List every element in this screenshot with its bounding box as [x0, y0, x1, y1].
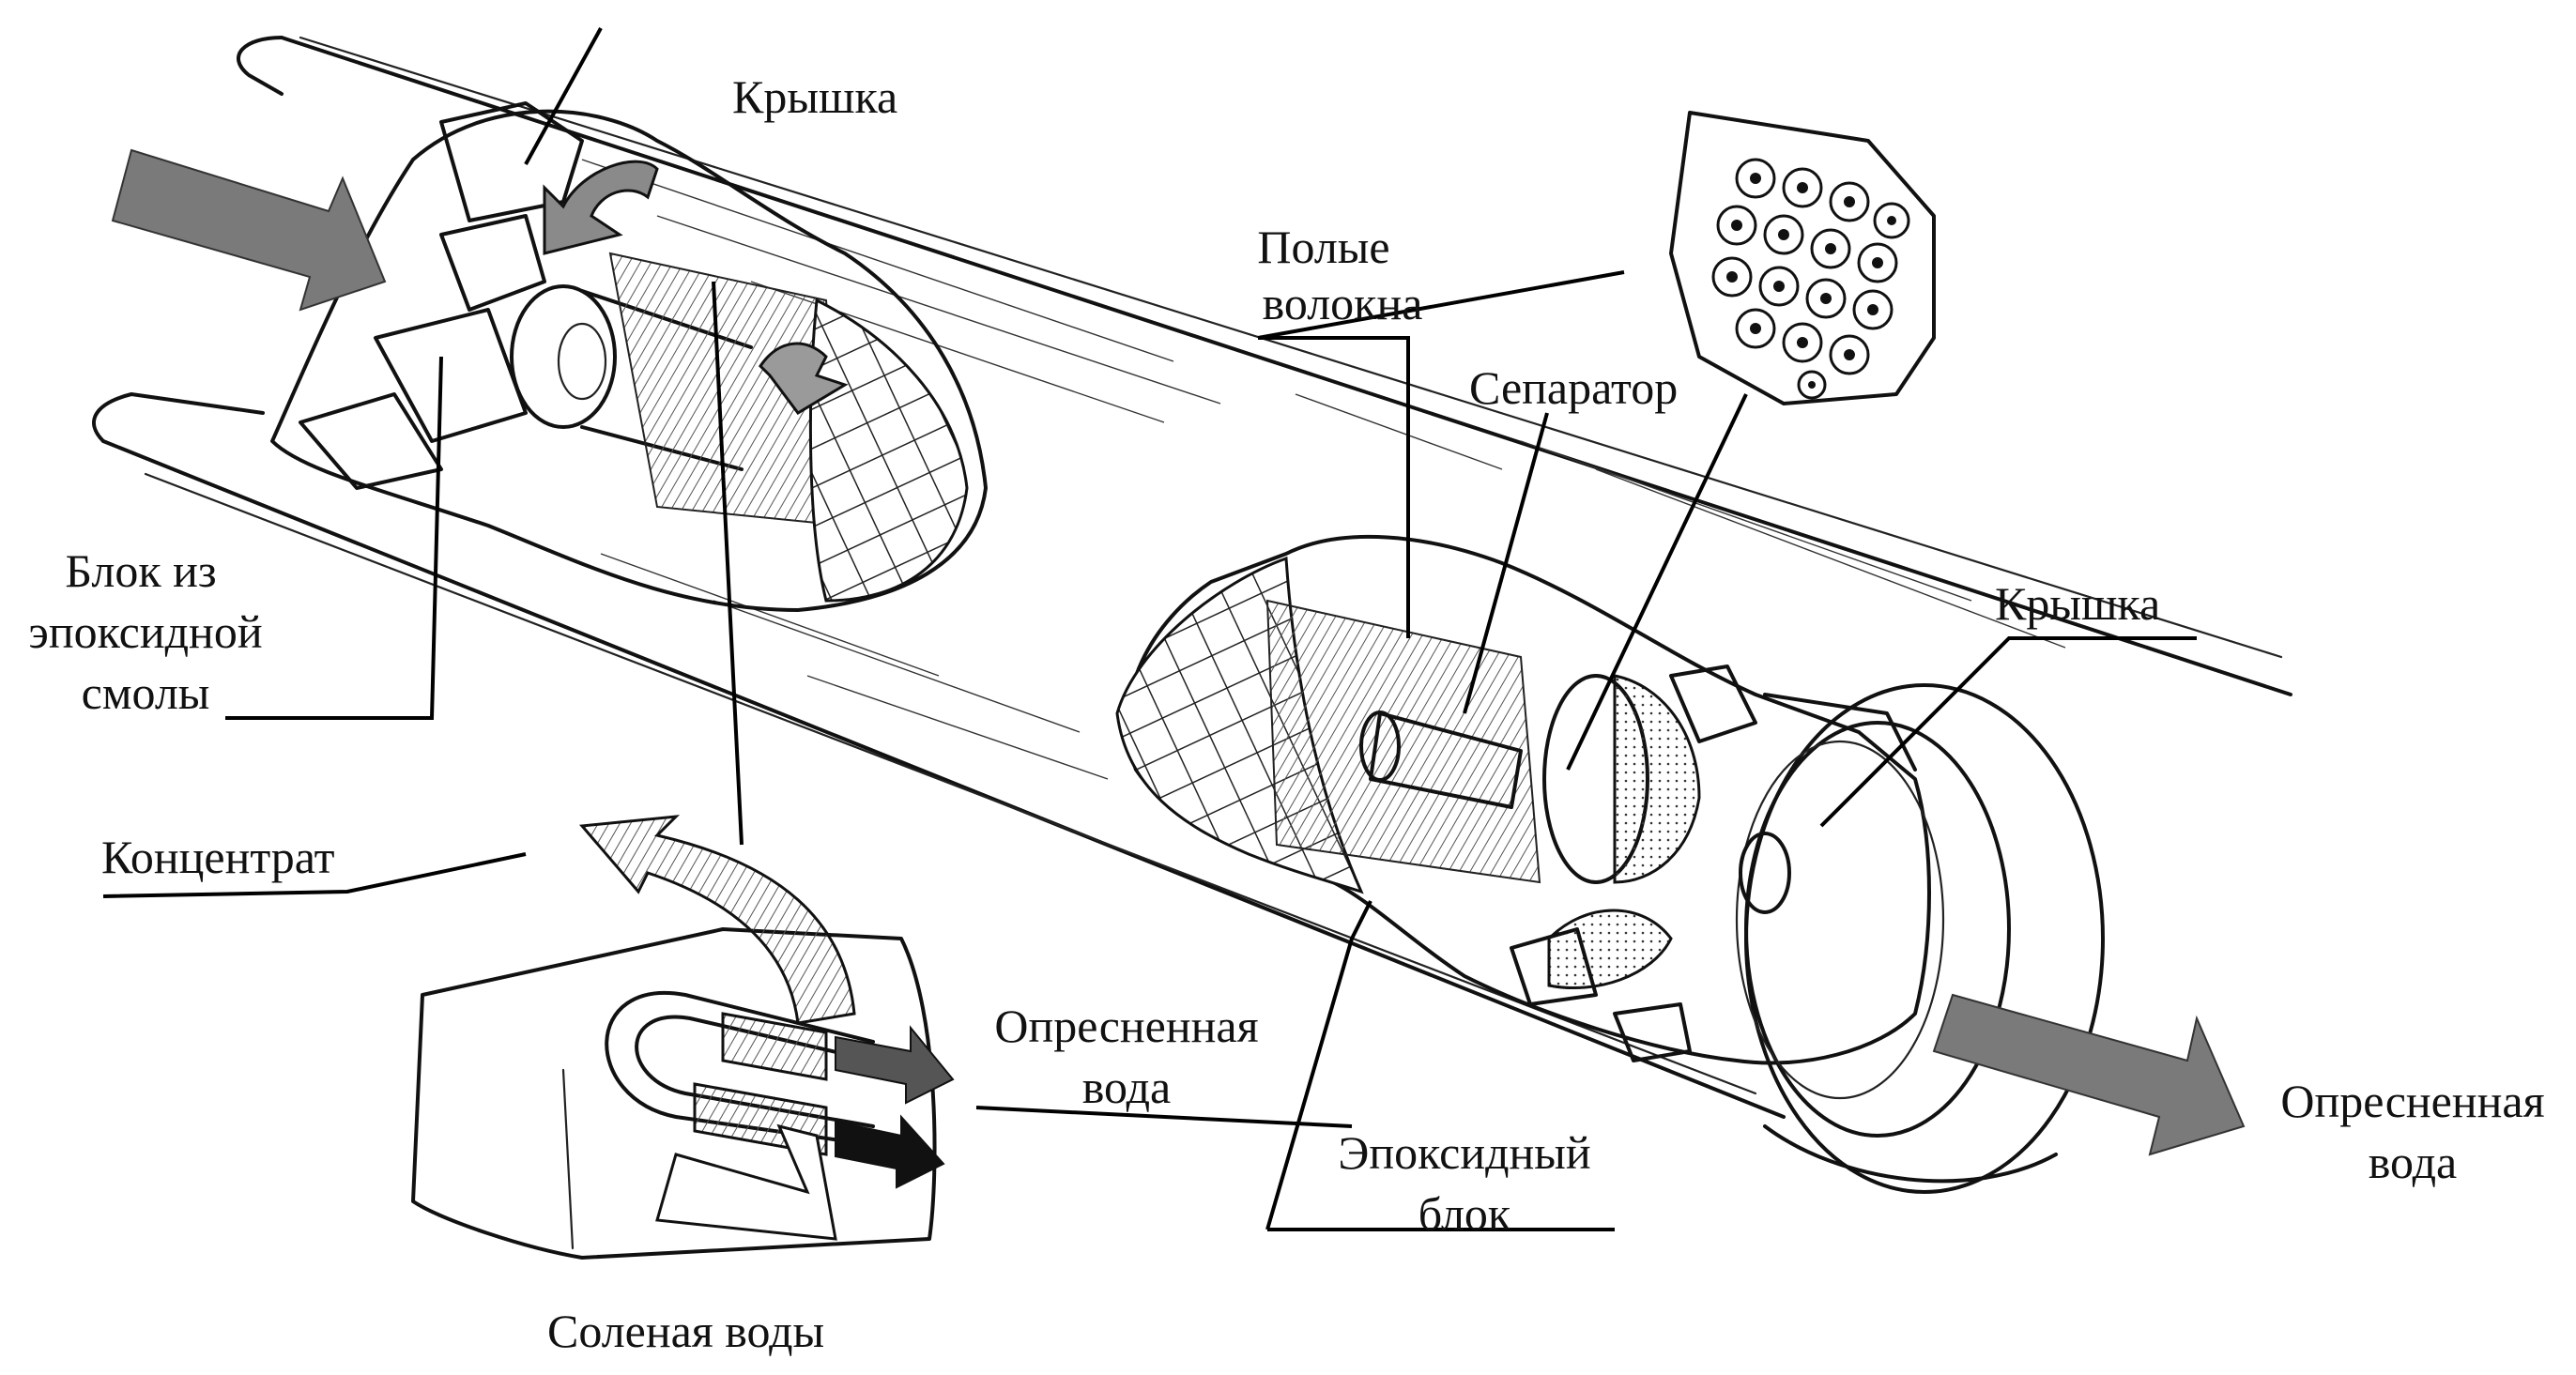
leader-cap-right — [1819, 636, 2197, 828]
label-cap-top: Крышка — [732, 70, 898, 123]
leader-hollow-fibers — [1257, 270, 1625, 638]
label-hollow-fibers-line1: Полые — [1257, 221, 1390, 273]
single-fiber-inset — [411, 815, 955, 1260]
vessel-bottom-rim — [144, 472, 1757, 1095]
u-shaped-fiber-outer — [605, 991, 875, 1147]
label-concentrate: Концентрат — [101, 831, 335, 883]
inset-block — [411, 927, 937, 1260]
label-salt-water: Соленая воды — [547, 1305, 825, 1357]
vessel-left-bottom-end — [92, 392, 265, 443]
leader-cap-top — [524, 27, 603, 165]
label-epoxy-block-line1: Блок из — [65, 544, 217, 597]
leader-desalinated-mid — [975, 1106, 1353, 1128]
fiber-bores — [1726, 173, 1896, 389]
leader-separator-1 — [1463, 412, 1549, 714]
right-epoxy-block — [1613, 674, 1701, 884]
left-internal-arrow-2 — [759, 342, 849, 415]
right-epoxy-foot — [1510, 927, 1598, 1006]
leader-concentrate — [102, 852, 527, 898]
right-fiber-bundle — [1265, 599, 1541, 884]
label-desalinated-right-line2: вода — [2368, 1136, 2458, 1188]
left-mesh-sleeve — [808, 298, 969, 603]
left-cap-block-lower — [439, 214, 546, 312]
vessel-left-top-end — [237, 36, 284, 96]
label-desalinated-mid-line1: Опресненная — [994, 1000, 1259, 1052]
label-desalinated-right-line1: Опресненная — [2280, 1075, 2545, 1127]
right-cap-block-top — [1669, 665, 1757, 743]
leader-separator-2 — [1566, 393, 1748, 771]
concentrate-arrow — [578, 815, 856, 1025]
end-cap-inner — [1744, 721, 2011, 1138]
left-cap-foot — [299, 392, 443, 490]
label-epoxy-block-right-line2: блок — [1418, 1187, 1511, 1240]
right-cutaway — [1115, 534, 1931, 1065]
label-epoxy-block-line2: эпоксидной — [28, 605, 263, 658]
label-hollow-fibers-line2: волокна — [1262, 277, 1423, 329]
hollow-fiber-inset — [1669, 111, 1936, 405]
vessel-top-edge — [280, 36, 2292, 696]
inset-block-edge — [561, 1068, 575, 1250]
pressure-vessel — [92, 36, 2292, 1119]
label-epoxy-block-right-line1: Эпоксидный — [1338, 1126, 1591, 1179]
fiber-bundle-outline — [1669, 111, 1936, 405]
permeate-outlet-arrow — [1932, 993, 2246, 1156]
vessel-bottom-edge — [101, 439, 1786, 1119]
end-cap-plate — [1735, 740, 1945, 1100]
label-epoxy-block-line3: смолы — [81, 666, 210, 719]
leader-flow-vertical — [712, 281, 744, 846]
left-cutaway-outline — [270, 109, 988, 612]
end-cap-port — [1739, 832, 1791, 914]
fiber-segment-top — [721, 1012, 828, 1081]
leader-epoxy-left — [225, 356, 443, 720]
label-separator: Сепаратор — [1469, 361, 1679, 414]
right-central-tube — [1369, 711, 1523, 809]
end-cap-flange — [1763, 693, 1917, 772]
right-end-cap — [1735, 683, 2105, 1194]
u-shaped-fiber-inner — [635, 1015, 875, 1128]
end-cap-bottom-rim — [1763, 1124, 2058, 1184]
saltwater-inlet-arrow — [655, 1123, 837, 1241]
leader-lines — [102, 27, 2197, 1231]
right-tube-end — [1359, 710, 1401, 782]
left-epoxy-block — [374, 308, 528, 443]
left-tube-end — [510, 284, 617, 429]
permeate-arrow-top — [835, 1025, 955, 1105]
label-cap-right: Крышка — [1995, 577, 2161, 630]
left-cap-block — [439, 101, 584, 222]
left-internal-arrow — [543, 160, 659, 255]
left-tube-bore — [557, 322, 607, 401]
feed-inlet-arrow — [111, 148, 387, 312]
vessel-top-rim — [299, 36, 2283, 659]
right-cap-block-bottom — [1613, 1002, 1692, 1062]
right-epoxy-block-lower — [1547, 909, 1673, 990]
fiber-tubes — [1711, 158, 1910, 400]
leader-epoxy-right — [1265, 900, 1372, 1230]
left-cutaway — [270, 101, 988, 612]
label-desalinated-mid-line2: вода — [1081, 1061, 1172, 1113]
permeate-arrow-bottom — [835, 1114, 945, 1189]
